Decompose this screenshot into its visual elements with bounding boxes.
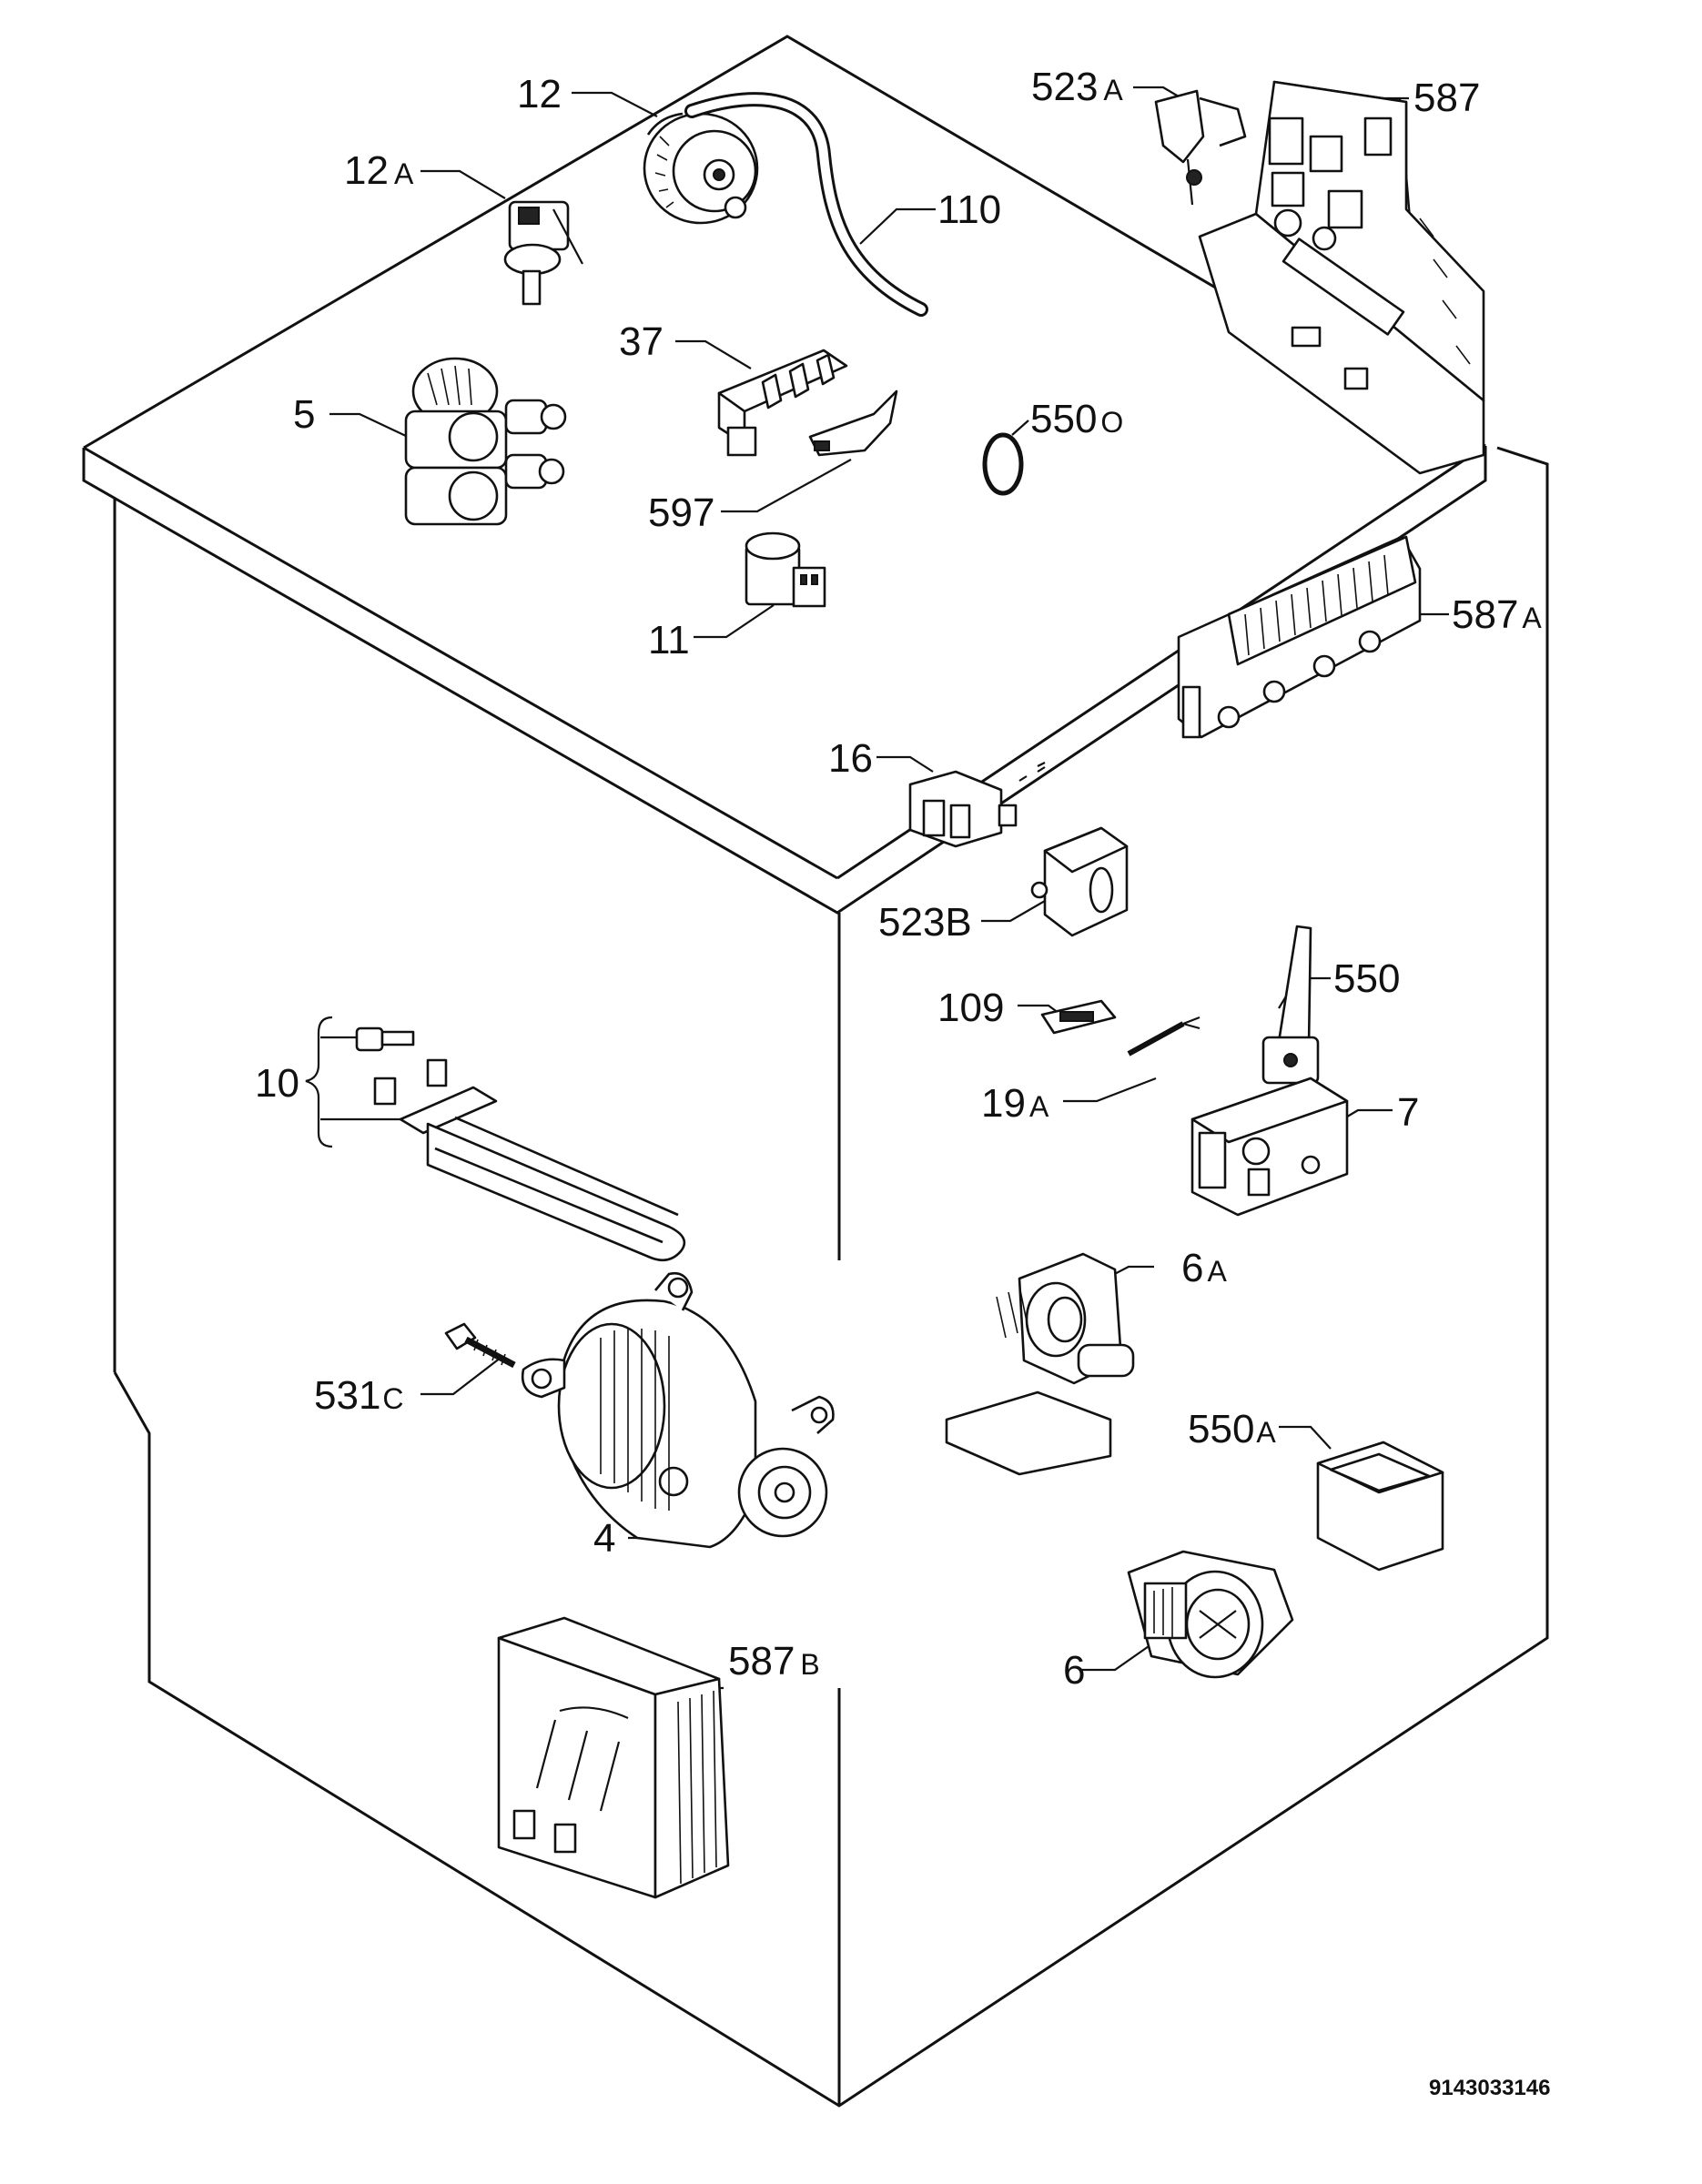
pressure-switch-12a [503, 200, 583, 306]
clip-597 [808, 389, 898, 457]
clip-109 [1040, 999, 1117, 1035]
bracket-37 [717, 349, 848, 457]
label-6: 6 [1063, 1648, 1085, 1693]
label-587: 587 [1413, 76, 1480, 120]
lever-550 [1261, 925, 1320, 1085]
electronic-board-587 [1198, 80, 1485, 475]
drawing-number: 9143033146 [1429, 2076, 1550, 2100]
screw-531c [444, 1322, 516, 1369]
label-110: 110 [937, 187, 1001, 232]
label-597: 597 [648, 490, 714, 535]
cover-523b [1030, 826, 1129, 937]
label-550a: 550A [1188, 1407, 1276, 1451]
pressure-switch-12 [643, 112, 759, 225]
drain-pump-4 [521, 1271, 835, 1549]
hose-110 [684, 92, 928, 317]
door-interlock-16 [908, 766, 1046, 848]
control-board-587a [1177, 535, 1422, 739]
label-523b: 523B [878, 900, 972, 945]
label-550: 550 [1333, 956, 1400, 1001]
label-10: 10 [255, 1061, 299, 1106]
connector-523a [1154, 89, 1247, 206]
sensor-19a [1127, 1016, 1201, 1057]
label-12: 12 [517, 72, 562, 116]
heater-10 [355, 1026, 686, 1262]
label-7: 7 [1397, 1090, 1419, 1135]
inlet-valve-5 [404, 357, 567, 526]
pump-6 [1127, 1550, 1294, 1679]
label-11: 11 [648, 618, 690, 662]
label-16: 16 [828, 736, 873, 781]
pump-housing-6a [945, 1252, 1135, 1476]
capacitor-11 [745, 531, 826, 608]
label-4: 4 [593, 1516, 615, 1561]
motor-controller-587b [497, 1616, 730, 1899]
door-lock-7 [1190, 1077, 1349, 1217]
label-109: 109 [937, 986, 1004, 1030]
filter-box-550a [1316, 1441, 1444, 1572]
label-5: 5 [293, 392, 315, 437]
label-531c: 531C [314, 1373, 404, 1418]
o-ring-550o [982, 432, 1024, 496]
label-37: 37 [619, 319, 664, 364]
